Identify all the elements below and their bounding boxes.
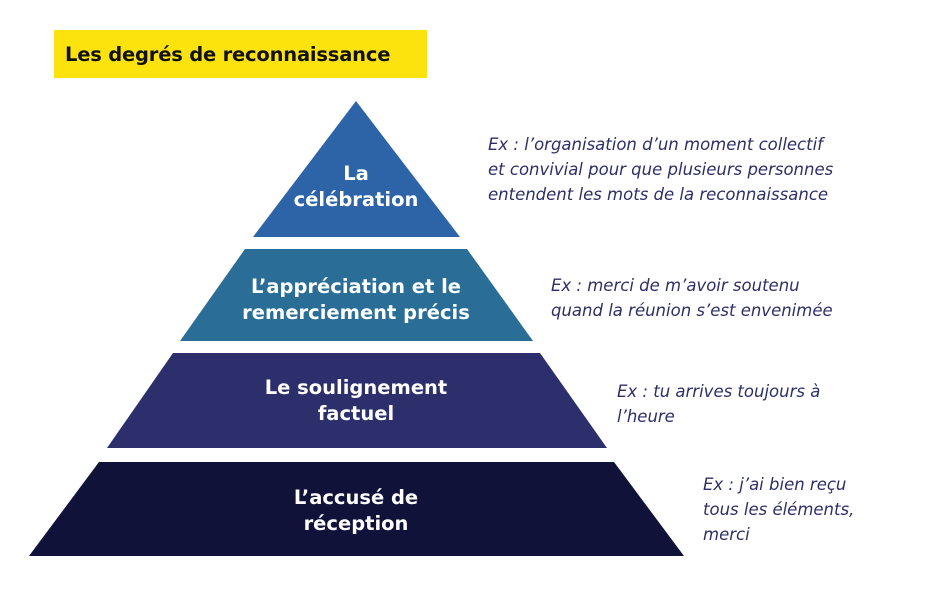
level-3-label-line2: factuel (318, 402, 394, 425)
level-3-shape (107, 353, 607, 448)
level-3-example: Ex : tu arrives toujours à l’heure (617, 382, 821, 426)
level-4-label-line1: L’accusé de (294, 486, 418, 509)
level-4-example: Ex : j’ai bien reçu tous les éléments, m… (703, 475, 855, 544)
level-2-label-line2: remerciement précis (242, 301, 470, 324)
level-4-shape (29, 462, 684, 556)
level-2-example: Ex : merci de m’avoir soutenu quand la r… (551, 276, 833, 320)
level-2-label-line1: L’appréciation et le (251, 275, 461, 298)
page-title: Les degrés de reconnaissance (65, 42, 391, 66)
level-4-label-line2: réception (304, 512, 409, 535)
title-banner: Les degrés de reconnaissance (54, 30, 427, 78)
level-2-shape (180, 249, 533, 341)
level-1-label-line1: La (343, 162, 369, 185)
level-3-label-line1: Le soulignement (265, 376, 448, 399)
level-1-example: Ex : l’organisation d’un moment collecti… (488, 135, 834, 204)
level-1-label-line2: célébration (294, 188, 419, 211)
level-1-shape (253, 101, 460, 237)
